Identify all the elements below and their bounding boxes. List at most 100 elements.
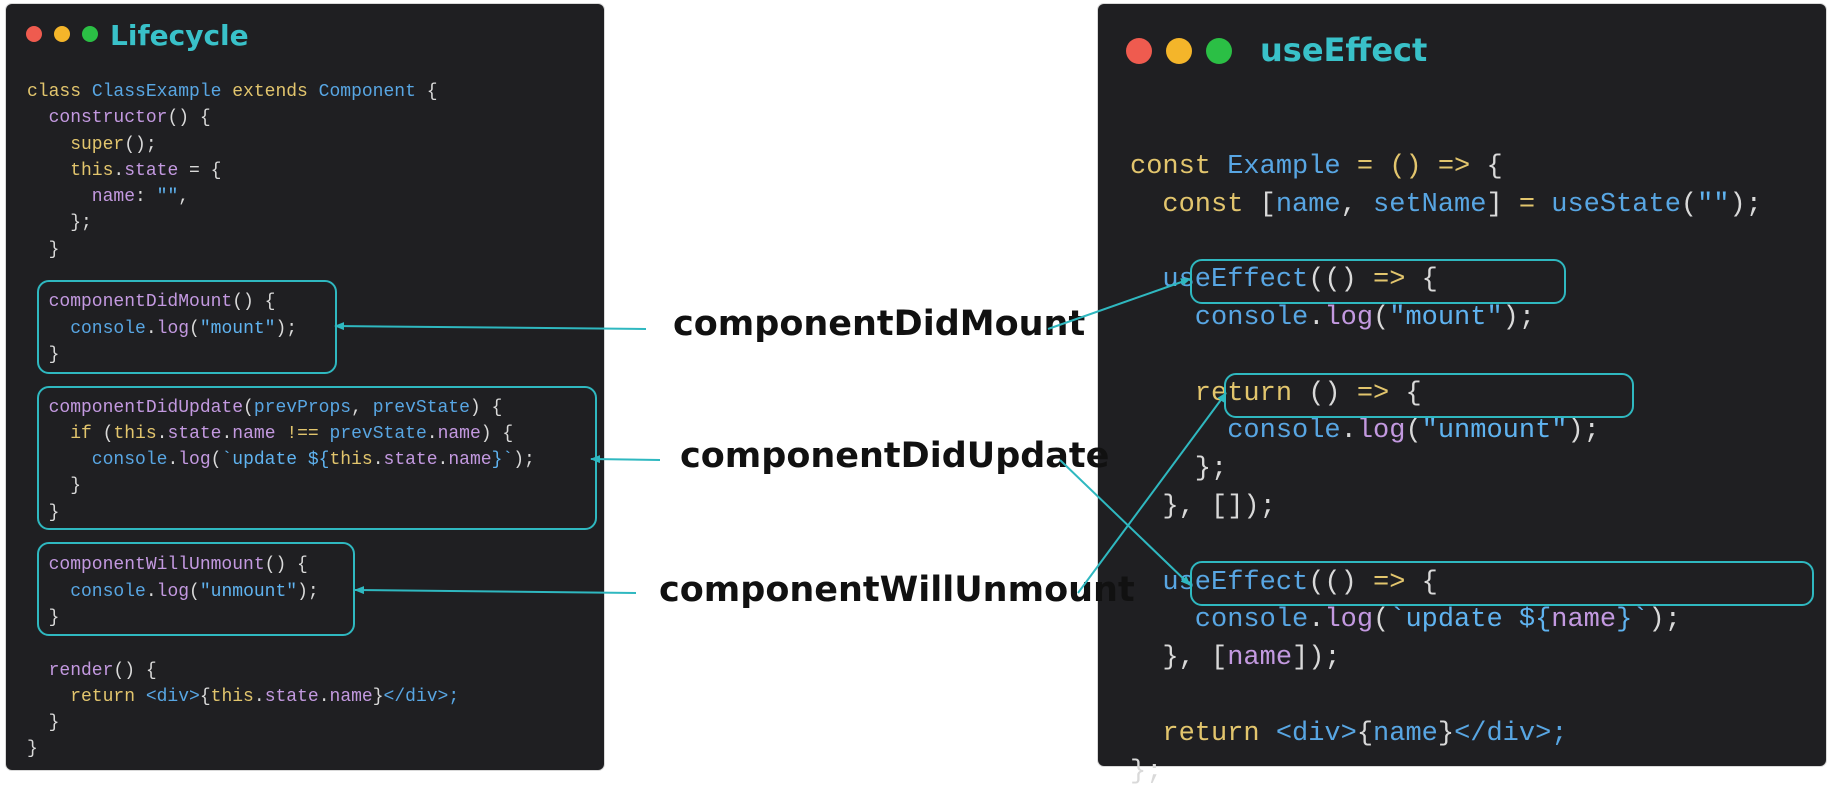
code-line: } — [27, 710, 535, 736]
code-line: }; — [1130, 451, 1762, 489]
code-token: } — [27, 607, 60, 628]
code-token: : — [135, 187, 157, 208]
code-token: { — [426, 82, 438, 102]
code-token: }; — [1130, 454, 1228, 485]
code-token: !== — [286, 423, 330, 444]
code-token: console — [27, 581, 146, 602]
arrow-did-update-right — [1059, 459, 1191, 586]
code-token: `update ${ — [1389, 605, 1552, 636]
code-token: } — [27, 502, 60, 523]
code-token: , — [178, 187, 190, 208]
code-line: } — [27, 500, 535, 526]
maximize-dot-icon — [82, 26, 98, 42]
arrow-will-unmount-right — [1077, 392, 1227, 594]
code-token: }` — [1616, 605, 1649, 636]
code-token: ( — [1680, 189, 1698, 220]
code-token: . — [1308, 605, 1325, 636]
code-token: name — [1227, 643, 1293, 674]
minimize-dot-icon — [1166, 38, 1192, 64]
connector-arrows — [334, 278, 1227, 595]
code-token: () { — [167, 108, 211, 129]
code-token: ( — [1405, 416, 1422, 447]
code-line: }; — [27, 210, 535, 236]
code-line: } — [27, 473, 535, 499]
code-token: ]); — [1292, 643, 1341, 674]
code-token: () { — [113, 660, 157, 681]
code-token: ]); — [1227, 491, 1276, 522]
code-token: () { — [232, 292, 276, 313]
code-token: render — [27, 660, 114, 681]
code-token: "mount" — [1389, 302, 1503, 333]
code-token: setName — [1373, 189, 1487, 220]
code-token: useState — [1551, 189, 1681, 220]
code-token: = () — [1356, 151, 1438, 182]
code-token: this — [27, 160, 114, 181]
code-token: (); — [124, 134, 157, 155]
code-token: ); — [297, 581, 319, 602]
code-token: } — [1437, 718, 1455, 749]
code-line: console.log(`update ${this.state.name}`)… — [27, 447, 535, 473]
code-token: console — [27, 318, 146, 339]
code-line: } — [27, 605, 535, 631]
code-token: name — [329, 686, 373, 707]
code-token: if — [27, 423, 103, 444]
code-token: prevState — [329, 423, 427, 444]
code-token: prevState — [372, 397, 470, 418]
code-token: { — [1421, 567, 1438, 598]
class-component-code: class ClassExample extends Component { c… — [27, 79, 535, 763]
code-token: (() — [1308, 265, 1374, 296]
code-line: name: "", — [27, 184, 535, 210]
code-token: => — [1373, 265, 1422, 296]
code-line: useEffect(() => { — [1130, 262, 1762, 300]
code-token: . — [1308, 302, 1325, 333]
code-token: const — [1130, 189, 1260, 220]
code-token: state — [167, 423, 222, 444]
code-token: <div> — [145, 686, 200, 707]
label-will-unmount: componentWillUnmount — [659, 570, 1135, 610]
code-line: componentDidUpdate(prevProps, prevState)… — [27, 395, 535, 421]
code-token: log — [1356, 416, 1406, 447]
code-token: } — [372, 686, 384, 707]
code-token: }; — [27, 213, 92, 234]
arrow-did-update-left — [590, 455, 661, 464]
code-token: console — [1130, 416, 1341, 447]
code-token: }, [ — [1130, 643, 1228, 674]
code-token: , — [351, 397, 373, 418]
code-token: ); — [1567, 416, 1600, 447]
code-token: => — [1356, 378, 1406, 409]
code-token: { — [1405, 378, 1422, 409]
code-token: <div> — [1275, 718, 1357, 749]
code-token: . — [221, 423, 233, 444]
code-token: . — [426, 423, 438, 444]
code-token: name — [1551, 605, 1617, 636]
code-line: console.log("unmount"); — [27, 579, 535, 605]
code-token: }, [ — [1130, 491, 1228, 522]
code-token: { — [1421, 265, 1438, 296]
highlight-mount-log — [1190, 259, 1566, 304]
code-token: console — [27, 450, 168, 471]
arrow-did-mount-left — [334, 322, 647, 331]
code-token: = — [1518, 189, 1552, 220]
code-token: console — [1130, 605, 1309, 636]
code-token: this — [113, 423, 157, 444]
code-token: "unmount" — [1421, 416, 1568, 447]
code-token: = { — [178, 160, 222, 181]
code-token: { — [1486, 151, 1503, 182]
code-token: => — [1437, 151, 1487, 182]
code-token: (() — [1308, 567, 1374, 598]
code-token: ClassExample — [91, 82, 233, 102]
code-token: ); — [1648, 605, 1681, 636]
code-token: [ — [1259, 189, 1276, 220]
code-token: { — [1356, 718, 1374, 749]
code-line: class ClassExample extends Component { — [27, 79, 535, 105]
code-line: } — [27, 342, 535, 368]
code-token: ); — [513, 450, 535, 471]
code-token: componentDidUpdate — [27, 397, 244, 418]
code-token: constructor — [27, 108, 168, 129]
code-line: } — [27, 237, 535, 263]
code-line: console.log("mount"); — [1130, 300, 1762, 338]
code-line: const [name, setName] = useState(""); — [1130, 187, 1762, 225]
arrow-did-mount-right — [1047, 278, 1191, 330]
code-token: . — [113, 160, 125, 181]
code-token: () — [1308, 378, 1357, 409]
